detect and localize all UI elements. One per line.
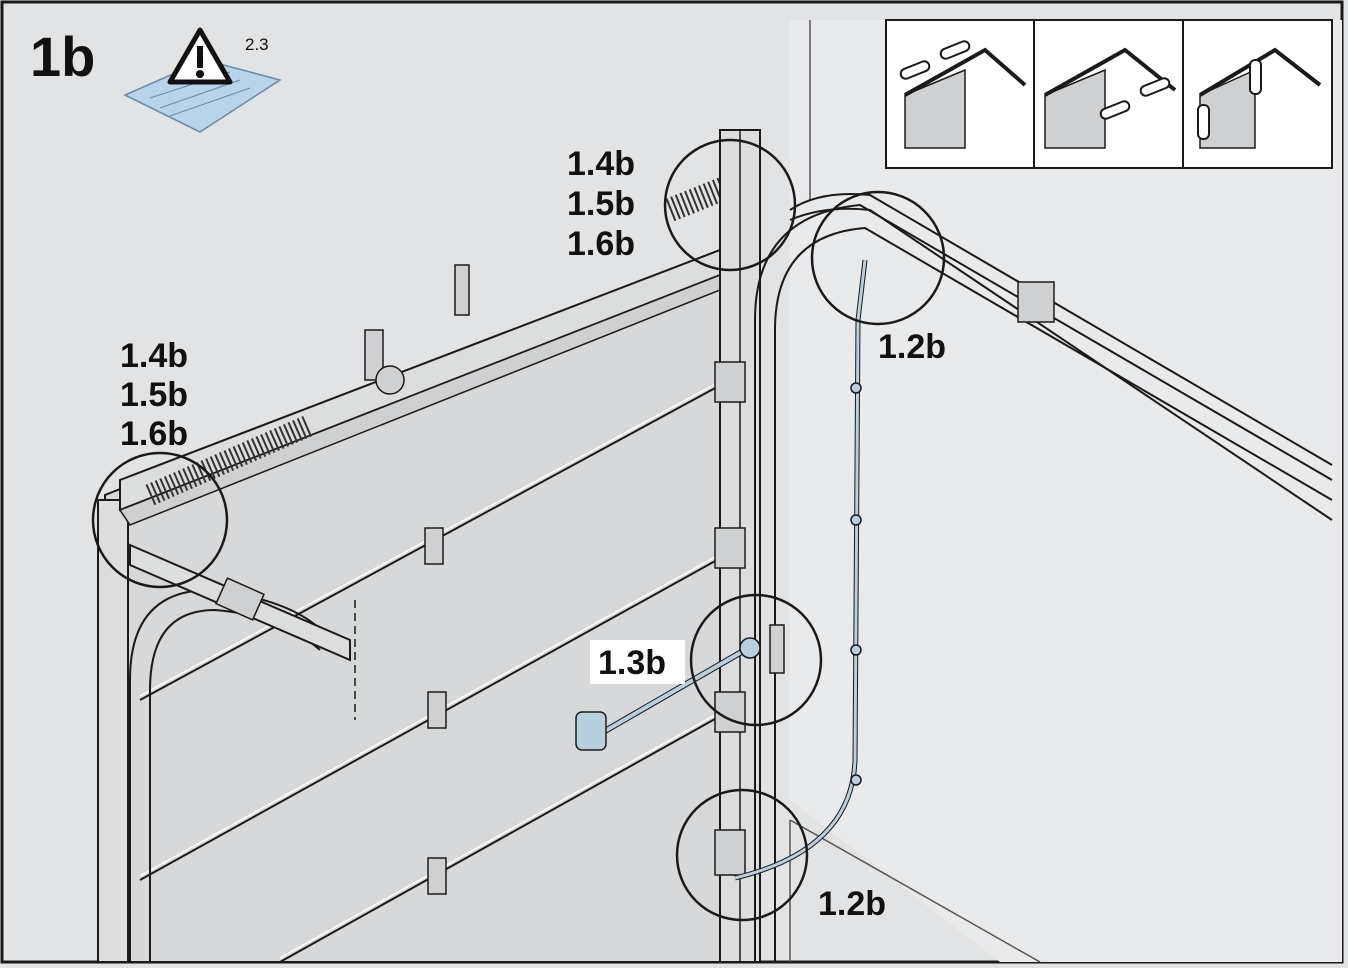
callout-cable-top: 1.2b — [878, 328, 946, 366]
callout-left-spring: 1.4b 1.5b 1.6b — [120, 337, 188, 453]
spring-position-middle-icon — [1044, 47, 1177, 149]
detail-circle-handle — [689, 593, 823, 727]
callout-cable-bottom: 1.2b — [818, 885, 886, 923]
detail-circle-cable-bottom — [675, 788, 809, 922]
detail-circle-top-spring — [663, 138, 797, 272]
callout-label: 1.6b — [567, 225, 635, 263]
warning-manual-icon — [123, 27, 282, 133]
right-frame — [714, 129, 761, 963]
callout-label: 1.4b — [567, 145, 635, 183]
step-title: 1b — [30, 25, 95, 88]
spring-position-top-icon — [899, 40, 1027, 149]
callout-top-spring: 1.4b 1.5b 1.6b — [567, 145, 635, 263]
manual-reference: 2.3 — [245, 35, 269, 54]
detail-circle-left-spring — [91, 451, 229, 589]
callout-label: 1.6b — [120, 415, 188, 453]
callout-label: 1.5b — [120, 376, 188, 414]
bowden-cable — [734, 259, 868, 881]
left-spring — [145, 414, 315, 506]
right-spring — [665, 168, 750, 222]
callout-handle: 1.3b — [598, 644, 666, 682]
torsion-shaft-assembly — [118, 168, 750, 526]
handle-assembly — [575, 624, 785, 751]
callout-label: 1.5b — [567, 185, 635, 223]
detail-circle-cable-top — [810, 190, 946, 326]
variant-panels — [885, 19, 1333, 169]
diagonal-strut — [129, 543, 351, 662]
spring-position-side-icon — [1197, 47, 1322, 149]
side-wall — [790, 20, 1342, 962]
callout-label: 1.4b — [120, 337, 188, 375]
